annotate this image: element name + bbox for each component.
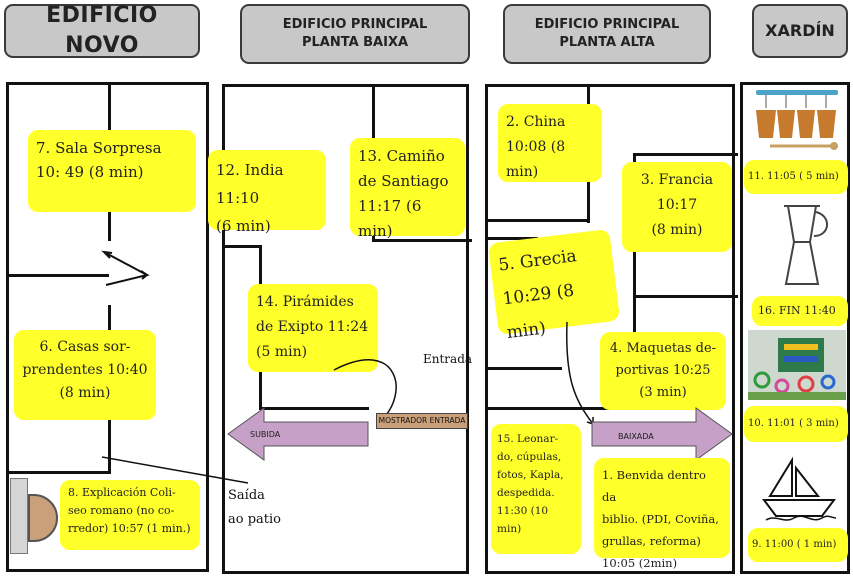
station-15-note: 15. Leonar- do, cúpulas, fotos, Kapla, d… (491, 424, 581, 554)
note-line: fotos, Kapla, (497, 469, 564, 481)
header-planta-alta: EDIFICIO PRINCIPAL PLANTA ALTA (503, 4, 711, 64)
note-line: 2. China (506, 114, 566, 130)
note-line: 11:17 (6 min) (358, 197, 422, 240)
note-line: 8. Explicación Coli- (68, 486, 176, 499)
note-line: 3. Francia (640, 172, 714, 188)
note-line: 12. India 11:10 (216, 161, 284, 207)
header-title: EDIFICIO NOVO (46, 3, 158, 58)
note-line: portivas 10:25 (615, 363, 711, 378)
paper-boat-icon (762, 456, 837, 521)
floorplan-xardin (740, 82, 850, 574)
station-9-note: 9. 11:00 ( 1 min) (748, 528, 848, 562)
note-line: do, cúpulas, (497, 451, 562, 463)
station-12-note: 12. India 11:10 (6 min) (208, 150, 326, 235)
wall (372, 239, 472, 242)
wall (488, 219, 590, 222)
station-7-note: 7. Sala Sorpresa 10: 49 (8 min) (28, 130, 196, 212)
station-4-note: 4. Maquetas de- portivas 10:25 (3 min) (600, 332, 726, 410)
note-line: min) (497, 523, 522, 535)
station-13-note: 13. Camiño de Santiago 11:17 (6 min) (350, 138, 465, 240)
baixada-label: BAIXADA (618, 432, 654, 441)
subida-arrow-icon (227, 407, 369, 461)
station-2-note: 2. China 10:08 (8 min) (498, 104, 602, 182)
wall (633, 247, 636, 357)
note-line: 1. Benvida dentro da (602, 468, 706, 504)
note-line: 10:08 (8 min) (506, 139, 566, 180)
wall (488, 407, 636, 410)
wall (633, 153, 738, 156)
station-10-note: 10. 11:01 ( 3 min) (744, 406, 848, 442)
note-line: 10:17 (656, 197, 698, 213)
note-line: 10:05 (2min) (602, 556, 678, 570)
wall (633, 295, 738, 298)
wall (488, 237, 538, 240)
baixada-arrow-icon (591, 407, 733, 461)
exit-label-line: Saída (228, 488, 265, 503)
wall (9, 471, 111, 474)
pallet-garden-icon (748, 330, 846, 400)
note-line: 4. Maquetas de- (609, 341, 717, 356)
header-title-line1: EDIFICIO PRINCIPAL (282, 17, 428, 33)
exit-label: Saída ao patio (228, 484, 281, 532)
note-line: despedida. (497, 487, 555, 499)
note-line: rredor) 10:57 (1 min.) (68, 522, 191, 535)
header-title-line2: PLANTA ALTA (559, 35, 655, 50)
note-line: 7. Sala Sorpresa (36, 139, 162, 157)
note-line: 6. Casas sor- (39, 339, 131, 355)
colosseum-door-icon (10, 478, 28, 554)
note-line: (5 min) (256, 344, 308, 360)
header-planta-baixa: EDIFICIO PRINCIPAL PLANTA BAIXA (240, 4, 470, 64)
header-xardin: XARDÍN (752, 4, 848, 58)
route-curve (333, 359, 397, 422)
note-line: biblio. (PDI, Coviña, (602, 512, 719, 526)
door-swing-icon (101, 250, 150, 286)
header-edificio-novo: EDIFICIO NOVO (4, 3, 200, 58)
entrance-label: Entrada (423, 352, 473, 366)
flowerpot-bells-icon (756, 90, 838, 150)
station-6-note: 6. Casas sor- prendentes 10:40 (8 min) (14, 330, 156, 420)
note-line: 15. Leonar- (497, 433, 559, 445)
wall (9, 274, 109, 277)
wall (259, 407, 369, 410)
station-14-note: 14. Pirámides de Exipto 11:24 (5 min) (248, 284, 378, 372)
moka-pot-icon (784, 205, 828, 285)
wall (488, 367, 562, 370)
note-line: grullas, reforma) (602, 534, 701, 548)
note-line: (3 min) (639, 385, 687, 400)
header-title-line1: EDIFICIO PRINCIPAL (534, 17, 680, 33)
note-line: 10: 49 (8 min) (36, 163, 144, 181)
station-16-note: 16. FIN 11:40 (752, 296, 848, 326)
subida-label: SUBIDA (250, 430, 281, 439)
note-line: (8 min) (59, 385, 111, 401)
wall (225, 245, 259, 248)
header-title: XARDÍN (765, 21, 835, 41)
header-title-line2: PLANTA BAIXA (301, 35, 409, 50)
note-line: prendentes 10:40 (22, 362, 148, 378)
note-line: de Santiago (358, 172, 449, 190)
note-line: (8 min) (651, 222, 703, 238)
reception-desk: MOSTRADOR ENTRADA (376, 413, 468, 429)
note-line: 11:30 (10 (497, 505, 549, 517)
note-line: 14. Pirámides (256, 294, 354, 310)
note-line: 13. Camiño (358, 147, 445, 165)
note-line: de Exipto 11:24 (256, 319, 369, 335)
note-line: seo romano (no co- (68, 504, 175, 517)
station-11-note: 11. 11:05 ( 5 min) (744, 160, 848, 194)
note-line: (6 min) (216, 217, 271, 235)
station-1-note: 1. Benvida dentro da biblio. (PDI, Coviñ… (594, 458, 730, 570)
exit-label-line: ao patio (228, 512, 281, 527)
station-8-note: 8. Explicación Coli- seo romano (no co- … (60, 480, 200, 550)
station-3-note: 3. Francia 10:17 (8 min) (622, 162, 732, 252)
